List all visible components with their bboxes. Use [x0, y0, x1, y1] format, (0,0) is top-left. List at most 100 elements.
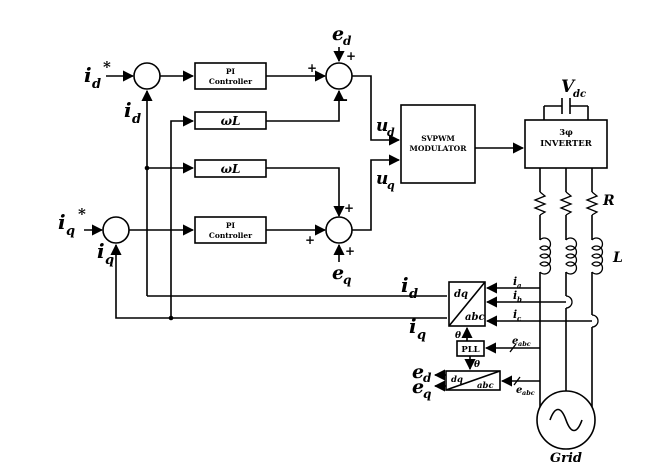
- inductor-label: L: [612, 250, 623, 266]
- svg-text:d: d: [409, 287, 418, 302]
- svpwm-modulator-block: SVPWM MODULATOR: [400, 104, 476, 184]
- id-output-label: i d: [401, 273, 418, 302]
- svg-text:c: c: [517, 314, 522, 323]
- svg-text:abc: abc: [477, 381, 494, 391]
- abc-dq-voltage-transform: dq abc: [445, 370, 501, 391]
- dc-link-capacitor: [543, 98, 589, 120]
- svg-text:e: e: [512, 336, 518, 347]
- iq-to-wl-top-wire: [170, 115, 195, 318]
- svg-text:e: e: [332, 262, 344, 284]
- svg-text:i: i: [97, 239, 105, 263]
- wl-mid-out-wire: [266, 167, 345, 218]
- eabc-label-transform: e abc: [516, 385, 535, 397]
- svg-text:d: d: [423, 371, 432, 385]
- svg-text:ωL: ωL: [221, 162, 241, 176]
- id-feedback-label: i d: [124, 98, 141, 127]
- ud-wire: [352, 75, 401, 146]
- svg-text:q: q: [387, 179, 395, 192]
- iq-feedback-label: i q: [97, 239, 114, 268]
- eq-label: e q: [332, 262, 351, 287]
- plus-sign: +: [345, 244, 355, 258]
- svg-text:q: q: [423, 387, 431, 401]
- svg-text:d: d: [92, 77, 101, 92]
- svg-text:INVERTER: INVERTER: [540, 139, 593, 149]
- ic-label: i c: [513, 308, 522, 323]
- ud-label: u d: [376, 116, 395, 139]
- grid-source: [536, 390, 596, 450]
- resistor-label: R: [602, 193, 615, 209]
- eq-output-label: e q: [412, 376, 431, 401]
- svg-text:d: d: [132, 112, 141, 127]
- svg-text:i: i: [513, 275, 517, 288]
- svg-text:dq: dq: [454, 289, 468, 300]
- uq-wire: [352, 154, 401, 231]
- ed-output-label: e d: [412, 361, 432, 385]
- svg-text:ωL: ωL: [221, 114, 241, 128]
- svg-text:SVPWM: SVPWM: [421, 134, 455, 143]
- svg-text:V: V: [561, 77, 576, 97]
- svg-text:i: i: [513, 308, 517, 321]
- svg-text:i: i: [58, 210, 66, 234]
- wl-block-mid: ωL: [194, 159, 267, 178]
- svg-text:d: d: [343, 34, 352, 48]
- svg-text:b: b: [517, 295, 522, 304]
- svg-text:abc: abc: [518, 340, 531, 348]
- svg-text:*: *: [103, 58, 111, 76]
- minus-sign: -: [342, 92, 348, 108]
- phase-b-line: [559, 168, 578, 395]
- iq-reference-label: i q *: [58, 205, 86, 239]
- svg-text:MODULATOR: MODULATOR: [410, 144, 468, 153]
- wl-block-top: ωL: [194, 111, 267, 130]
- ib-label: i b: [513, 289, 522, 304]
- svg-text:dc: dc: [573, 89, 586, 100]
- svg-text:e: e: [412, 361, 424, 383]
- svg-text:e: e: [412, 376, 424, 398]
- theta-label: θ: [474, 360, 480, 370]
- pll-block: PLL: [456, 340, 485, 357]
- iq-output-label: i q: [409, 314, 426, 343]
- phase-c-line: [585, 168, 604, 411]
- grid-label: Grid: [550, 451, 582, 466]
- svg-text:abc: abc: [522, 389, 535, 397]
- plus-sign: +: [344, 201, 354, 215]
- abc-dq-current-transform: dq abc: [448, 281, 486, 327]
- svg-text:Controller: Controller: [209, 231, 253, 240]
- svg-text:dq: dq: [451, 375, 463, 385]
- ed-label-top: e d: [332, 23, 352, 48]
- svg-text:u: u: [376, 169, 388, 189]
- sum-junction-ud: [325, 62, 353, 90]
- svg-text:a: a: [517, 281, 522, 290]
- pi-controller-bottom: PI Controller: [194, 216, 267, 244]
- svg-text:PLL: PLL: [461, 345, 479, 355]
- theta-label: θ: [455, 331, 461, 341]
- svg-text:i: i: [84, 63, 92, 87]
- svg-text:u: u: [376, 116, 388, 136]
- svg-text:3φ: 3φ: [559, 128, 573, 138]
- svg-text:q: q: [105, 253, 114, 268]
- plus-sign: +: [307, 61, 317, 75]
- inverter-block: 3φ INVERTER: [524, 119, 608, 169]
- id-reference-label: i d *: [84, 58, 111, 92]
- ia-label: i a: [513, 275, 522, 290]
- uq-label: u q: [376, 169, 395, 192]
- plus-sign: +: [346, 49, 356, 63]
- phase-a-line: [533, 168, 552, 411]
- wl-top-out-wire: [266, 89, 345, 122]
- svg-text:PI: PI: [226, 221, 236, 230]
- svg-text:e: e: [332, 23, 344, 45]
- svg-text:q: q: [66, 224, 75, 239]
- sum-junction-id: [133, 62, 161, 90]
- eabc-label-pll: e abc: [512, 336, 531, 348]
- sum-junction-uq: [325, 216, 353, 244]
- svg-text:i: i: [124, 98, 132, 122]
- svg-text:e: e: [516, 385, 522, 396]
- svg-text:abc: abc: [465, 312, 485, 323]
- svg-text:Controller: Controller: [209, 77, 253, 86]
- svg-text:i: i: [513, 289, 517, 302]
- iq-feedback-wire: [110, 243, 447, 319]
- pi-controller-top: PI Controller: [194, 62, 267, 90]
- sum-junction-iq: [102, 216, 130, 244]
- vdc-label: V dc: [561, 77, 586, 100]
